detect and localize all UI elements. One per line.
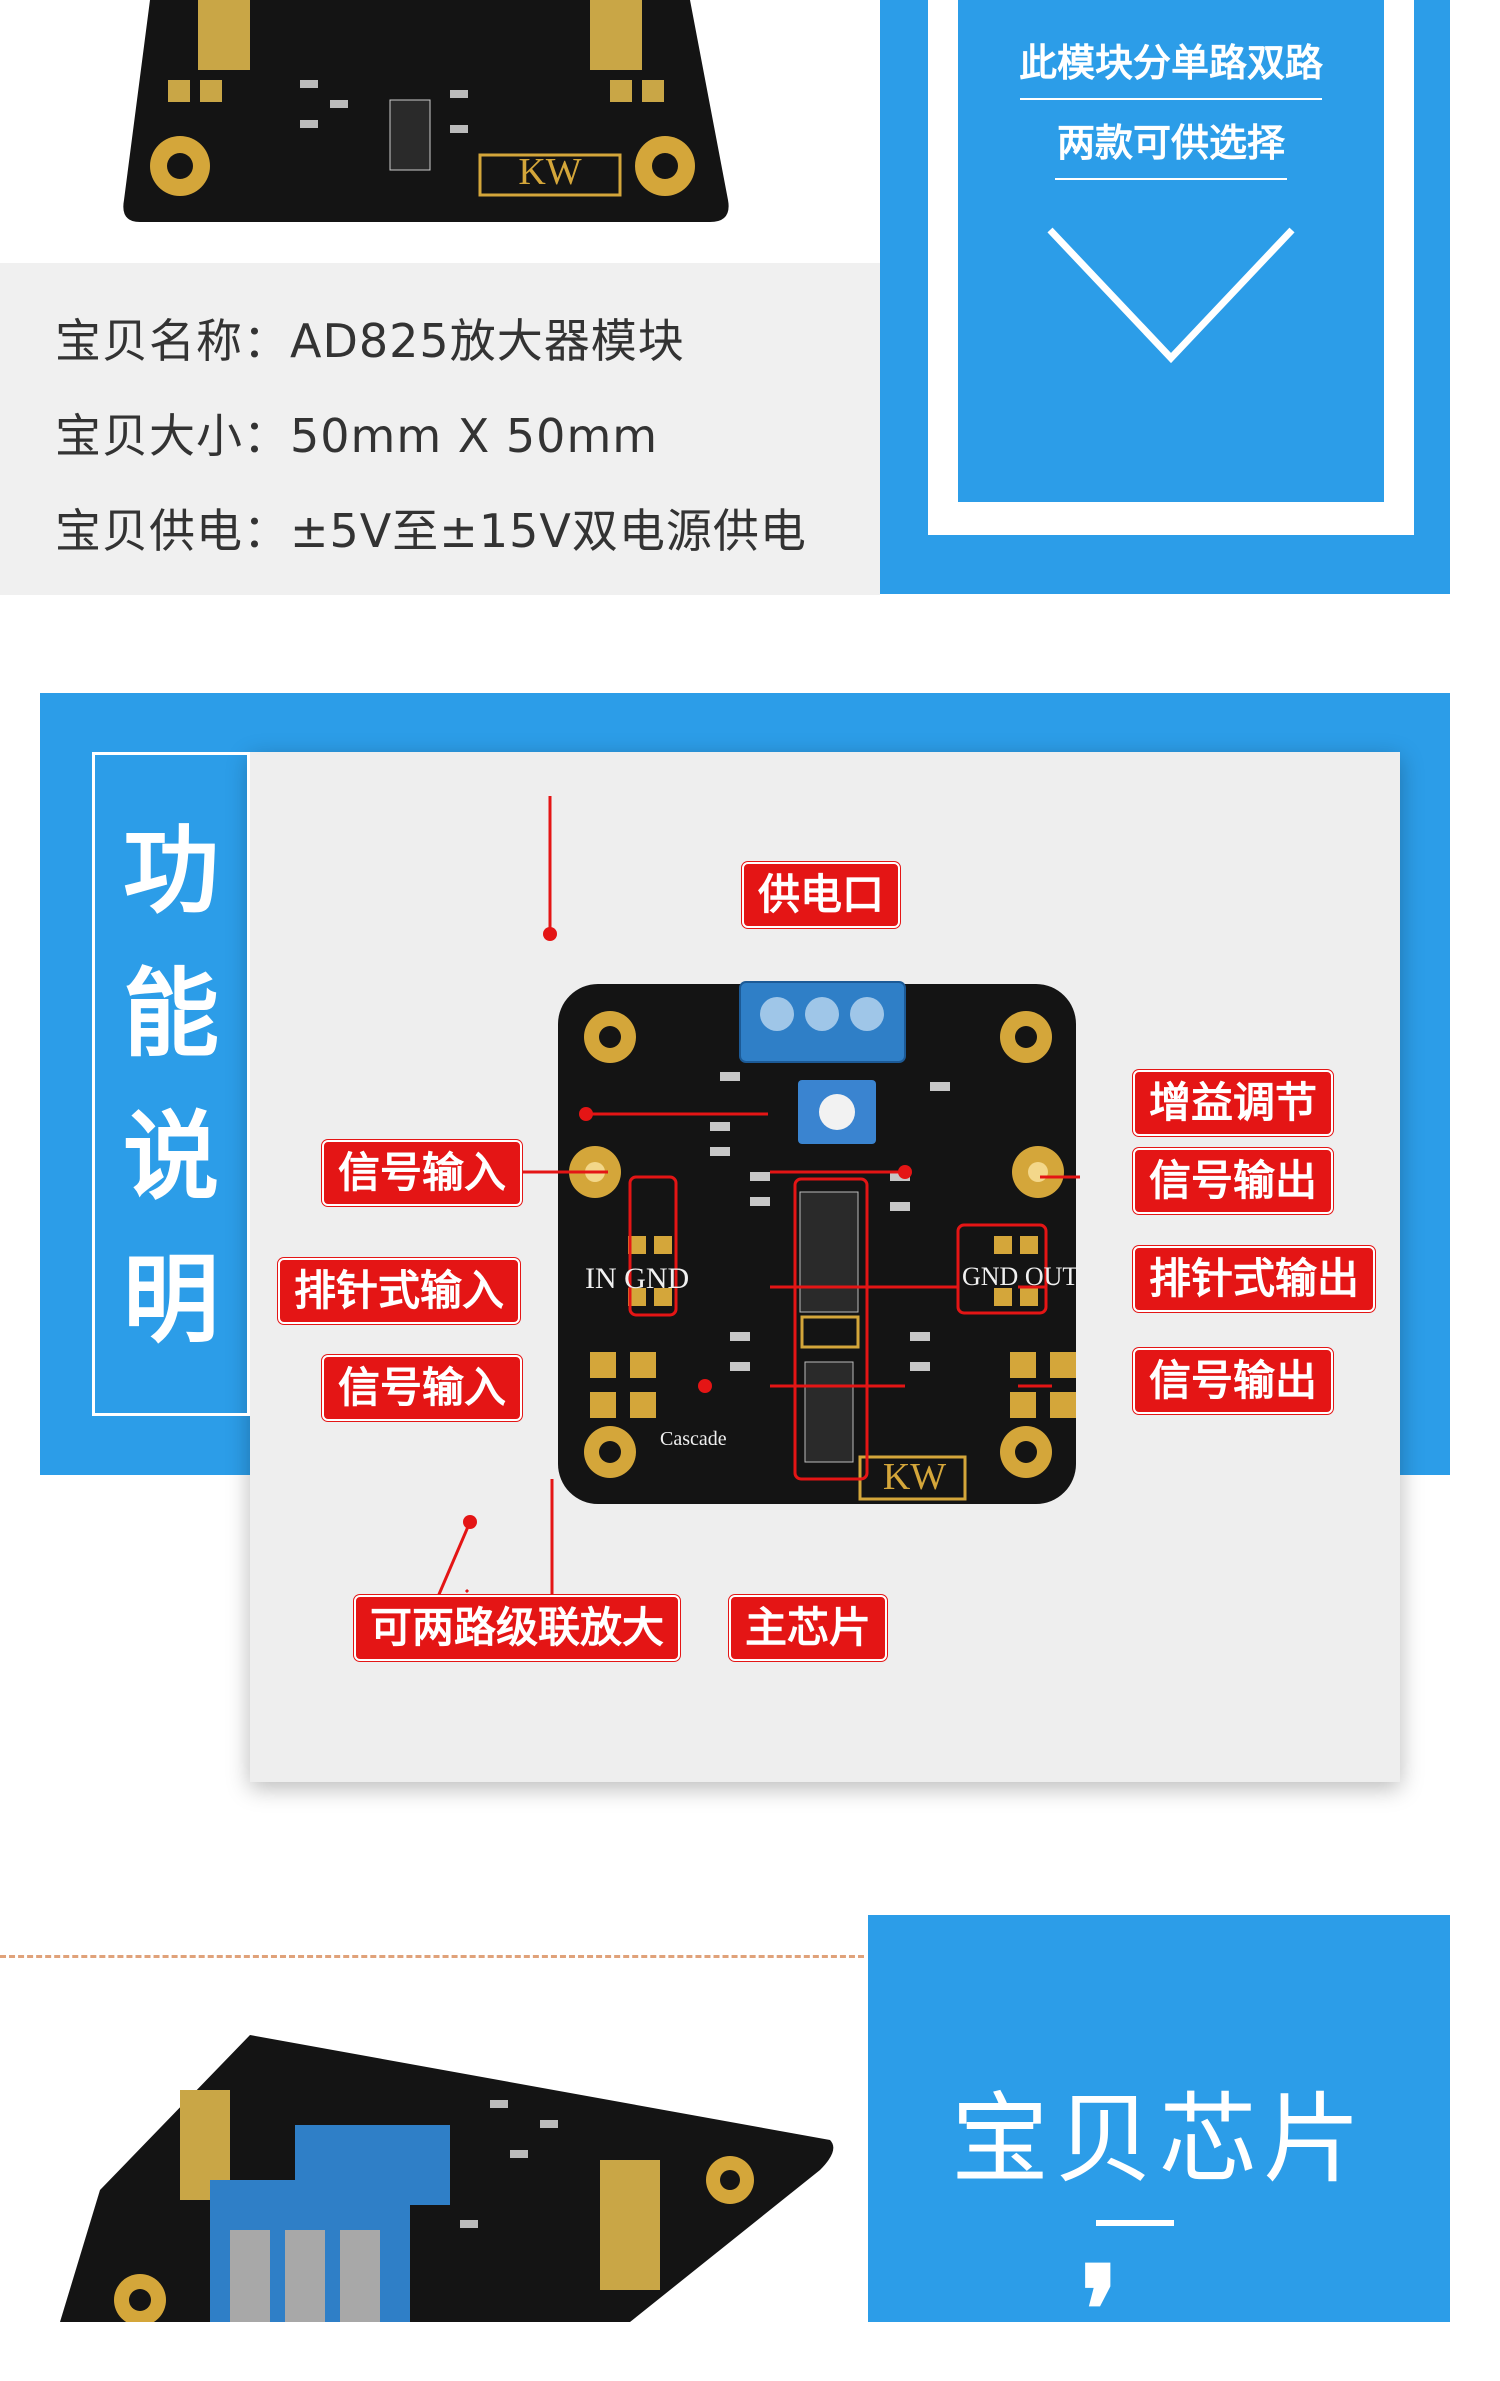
silkscreen-gnd-out: GND OUT <box>962 1262 1079 1291</box>
promo-divider-2 <box>1055 178 1287 180</box>
callout-pin-header-output: 排针式输出 <box>1133 1246 1376 1312</box>
promo-line-2: 两款可供选择 <box>1056 121 1285 165</box>
spec-panel <box>0 263 880 595</box>
chip-section-title: 宝贝芯片 <box>950 2083 1367 2197</box>
spec-product-name: 宝贝名称：AD825放大器模块 <box>55 314 685 368</box>
spec-power-supply: 宝贝供电：±5V至±15V双电源供电 <box>55 504 807 558</box>
spec-product-size: 宝贝大小：50mm X 50mm <box>55 409 659 463</box>
promo-line-1: 此模块分单路双路 <box>1018 41 1323 85</box>
callout-gain-adjust: 增益调节 <box>1133 1070 1334 1136</box>
chip-panel <box>868 1915 1450 2322</box>
callout-pin-header-input: 排针式输入 <box>278 1258 521 1324</box>
chip-title-underline <box>1096 2220 1174 2226</box>
callout-signal-input-pad: 信号输入 <box>322 1355 523 1421</box>
promo-inner <box>958 0 1384 502</box>
callout-main-chip: 主芯片 <box>729 1595 888 1661</box>
board-photo-angle <box>60 2035 834 2322</box>
function-title-frame <box>92 752 250 1416</box>
callout-power-port: 供电口 <box>742 862 901 928</box>
callout-signal-output-pad: 信号输出 <box>1133 1348 1334 1414</box>
board-photo-top <box>123 0 729 222</box>
promo-divider-1 <box>1020 98 1322 100</box>
silkscreen-brand: KW <box>882 1456 947 1498</box>
section-divider <box>0 1955 864 1958</box>
chevron-down-icon <box>1047 227 1295 364</box>
callout-signal-input-sma: 信号输入 <box>322 1140 523 1206</box>
board-top-brand: KW <box>518 151 582 193</box>
callout-signal-output-sma: 信号输出 <box>1133 1148 1334 1214</box>
quote-mark-icon: ❜ <box>1080 2240 1119 2381</box>
silkscreen-in-gnd: IN GND <box>585 1262 690 1295</box>
callout-cascade: 可两路级联放大 <box>354 1595 681 1661</box>
silkscreen-cascade: Cascade <box>660 1428 727 1450</box>
function-title: 功能说明 <box>123 815 219 1356</box>
board-diagram <box>353 796 1080 1635</box>
